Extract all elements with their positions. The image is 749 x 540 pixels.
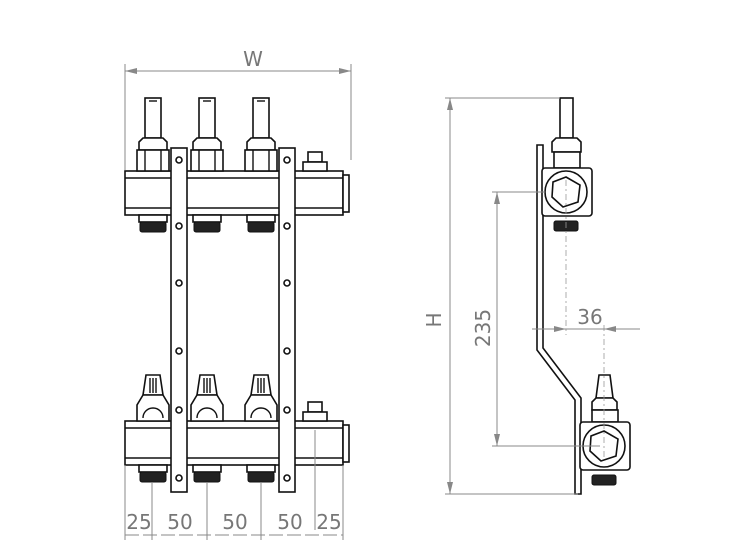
mounting-bracket — [170, 147, 188, 493]
spacing-label: 25 — [316, 510, 341, 534]
spacing-label: 50 — [167, 510, 192, 534]
air-vent — [302, 151, 328, 422]
height-label: H — [422, 312, 446, 327]
front-view: W 25 50 50 50 25 — [124, 47, 352, 540]
spacing-label: 50 — [277, 510, 302, 534]
spacing-label: 25 — [126, 510, 151, 534]
spacing-label: 50 — [222, 510, 247, 534]
axis-distance-label: 235 — [471, 309, 495, 347]
mounting-bracket — [278, 147, 296, 493]
side-view: H 235 36 — [422, 97, 640, 495]
width-label: W — [243, 47, 263, 71]
bottom-valve-side — [579, 374, 631, 486]
offset-label: 36 — [577, 305, 602, 329]
top-valve-side — [541, 97, 593, 232]
spacing-dimensions: 25 50 50 50 25 — [124, 430, 344, 540]
